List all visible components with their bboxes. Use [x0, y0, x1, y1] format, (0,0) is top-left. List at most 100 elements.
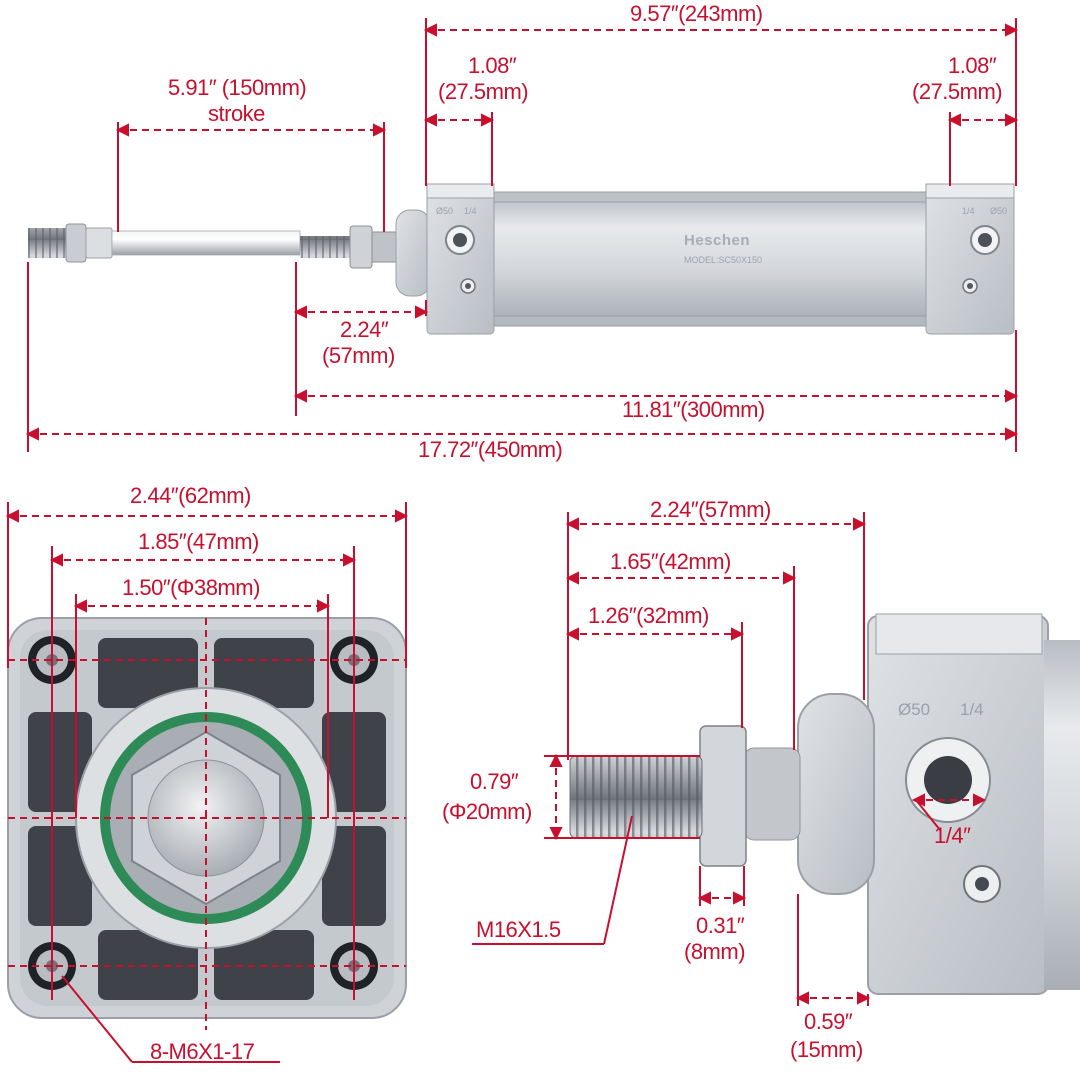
dim-bolt-spacing-arrow-left	[49, 553, 63, 567]
side-port-hole-icon	[924, 756, 972, 804]
dim-bolt-spacing-arrow-right	[343, 553, 357, 567]
tie-rod-bottom	[493, 315, 927, 327]
dim-left-cap-arrow-right	[481, 113, 495, 127]
side-gland	[743, 747, 801, 841]
overall-length-label: 17.72″(450mm)	[418, 437, 563, 462]
thread-length-label: 1.26″(32mm)	[588, 603, 709, 628]
port-size-label: 1/4″	[934, 823, 971, 848]
rod-extension-in-label: 2.24″	[340, 317, 389, 342]
dim-side-total-arrow-left	[565, 517, 579, 531]
side-cushion-screw-hex-icon	[975, 877, 989, 891]
dim-nut-thickness-arrow-right	[733, 891, 747, 905]
dim-side-mid-arrow-left	[565, 571, 579, 585]
side-cap-port-mark: 1/4	[960, 700, 984, 719]
side-view-drawing	[569, 613, 1080, 995]
side-cap-top-face	[875, 613, 1043, 655]
dim-overall-arrow-right	[1005, 427, 1019, 441]
side-barrel	[1044, 640, 1080, 990]
rod-end-thread	[28, 228, 68, 258]
side-boss	[797, 693, 875, 895]
dim-rod-diameter-arrow-up	[549, 753, 563, 767]
rod-thread-label: M16X1.5	[476, 917, 561, 942]
leader-port-size	[915, 799, 941, 831]
side-total-length-label: 2.24″(57mm)	[650, 497, 771, 522]
dim-boss-diameter-arrow-right	[317, 599, 331, 613]
leader-mounting-thread	[61, 975, 133, 1063]
model-engraving: MODEL:SC50X150	[684, 255, 763, 265]
dim-barrel-arrow-right	[1005, 23, 1019, 37]
rear-cap-port-mark: 1/4	[962, 206, 975, 216]
front-cushion-screw-hex-icon	[465, 283, 471, 289]
bolt-spacing-label: 1.85″(47mm)	[138, 529, 259, 554]
nut-thickness-mm-label: (8mm)	[684, 939, 746, 964]
boss-length-mm-label: (15mm)	[790, 1037, 863, 1062]
front-boss	[395, 209, 431, 297]
dim-thread-length-arrow-left	[565, 627, 579, 641]
front-width-label: 2.44″(62mm)	[130, 483, 251, 508]
piston-rod	[111, 230, 301, 256]
side-mid-length-label: 1.65″(42mm)	[610, 549, 731, 574]
pocket-top-left	[98, 638, 198, 708]
dim-port-size-arrow-right	[973, 793, 987, 807]
dim-right-cap-arrow-right	[1005, 113, 1019, 127]
dim-rod-extension-arrow-left	[293, 305, 307, 319]
boss-diameter-label: 1.50″(Φ38mm)	[122, 575, 260, 600]
rod-end-nut	[65, 223, 87, 263]
front-cap-port-mark: 1/4	[464, 206, 477, 216]
front-cap-bore-mark: Ø50	[436, 206, 454, 216]
stroke-word-label: stroke	[208, 101, 265, 126]
front-cap-top-face	[426, 183, 495, 199]
side-rod-thread	[569, 755, 703, 839]
body-with-rod-label: 11.81″(300mm)	[622, 397, 765, 422]
dim-front-width-arrow-right	[395, 509, 409, 523]
rear-cap-bore-mark: Ø50	[990, 206, 1008, 216]
rear-cushion-screw-hex-icon	[967, 283, 973, 289]
rod-diameter-in-label: 0.79″	[470, 769, 519, 794]
pocket-left-lower	[28, 826, 92, 926]
side-cap-bore-mark: Ø50	[898, 700, 931, 719]
barrel-length-label: 9.57″(243mm)	[630, 1, 763, 26]
rear-port-hole-icon	[978, 233, 992, 247]
right-cap-length-in-label: 1.08″	[948, 53, 997, 78]
dimension-lines	[5, 18, 1019, 1063]
dim-body-with-rod-arrow-left	[293, 389, 307, 403]
mounting-thread-label: 8-M6X1-17	[150, 1039, 255, 1064]
rear-cap-top-face	[925, 183, 1015, 199]
stroke-value-label: 5.91″ (150mm)	[168, 75, 307, 100]
dim-left-cap-arrow-left	[423, 113, 437, 127]
dim-stroke-arrow-left	[115, 123, 129, 137]
rod-extension-mm-label: (57mm)	[322, 343, 395, 368]
dim-front-width-arrow-left	[5, 509, 19, 523]
dim-side-mid-arrow-right	[783, 571, 797, 585]
front-port-hole-icon	[453, 233, 467, 247]
tie-rod-top	[493, 191, 927, 203]
dim-boss-length-arrow-left	[795, 991, 809, 1005]
pocket-bottom-left	[98, 930, 198, 1000]
nut-thickness-in-label: 0.31″	[696, 913, 745, 938]
dim-thread-length-arrow-right	[731, 627, 745, 641]
dim-rod-extension-arrow-right	[415, 305, 429, 319]
dim-side-total-arrow-right	[853, 517, 867, 531]
dim-rod-diameter-arrow-down	[549, 827, 563, 841]
rod-end-collar	[85, 227, 113, 259]
boss-length-in-label: 0.59″	[804, 1009, 853, 1034]
top-cylinder-drawing	[28, 183, 1015, 335]
dim-body-with-rod-arrow-right	[1005, 389, 1019, 403]
pocket-top-right	[214, 638, 314, 708]
dim-stroke-arrow-right	[373, 123, 387, 137]
dim-boss-length-arrow-right	[857, 991, 871, 1005]
rod-diameter-mm-label: (Φ20mm)	[442, 799, 532, 824]
dim-nut-thickness-arrow-left	[697, 891, 711, 905]
side-jam-nut-icon	[699, 725, 747, 867]
jam-nut	[349, 225, 373, 269]
right-cap-length-mm-label: (27.5mm)	[912, 79, 1003, 104]
rod-thread	[300, 236, 350, 258]
dim-right-cap-arrow-left	[947, 113, 961, 127]
rod-gland	[371, 231, 399, 263]
dim-overall-arrow-left	[25, 427, 39, 441]
leader-rod-thread	[603, 815, 633, 945]
left-cap-length-mm-label: (27.5mm)	[438, 79, 529, 104]
brand-engraving: Heschen	[684, 232, 751, 249]
